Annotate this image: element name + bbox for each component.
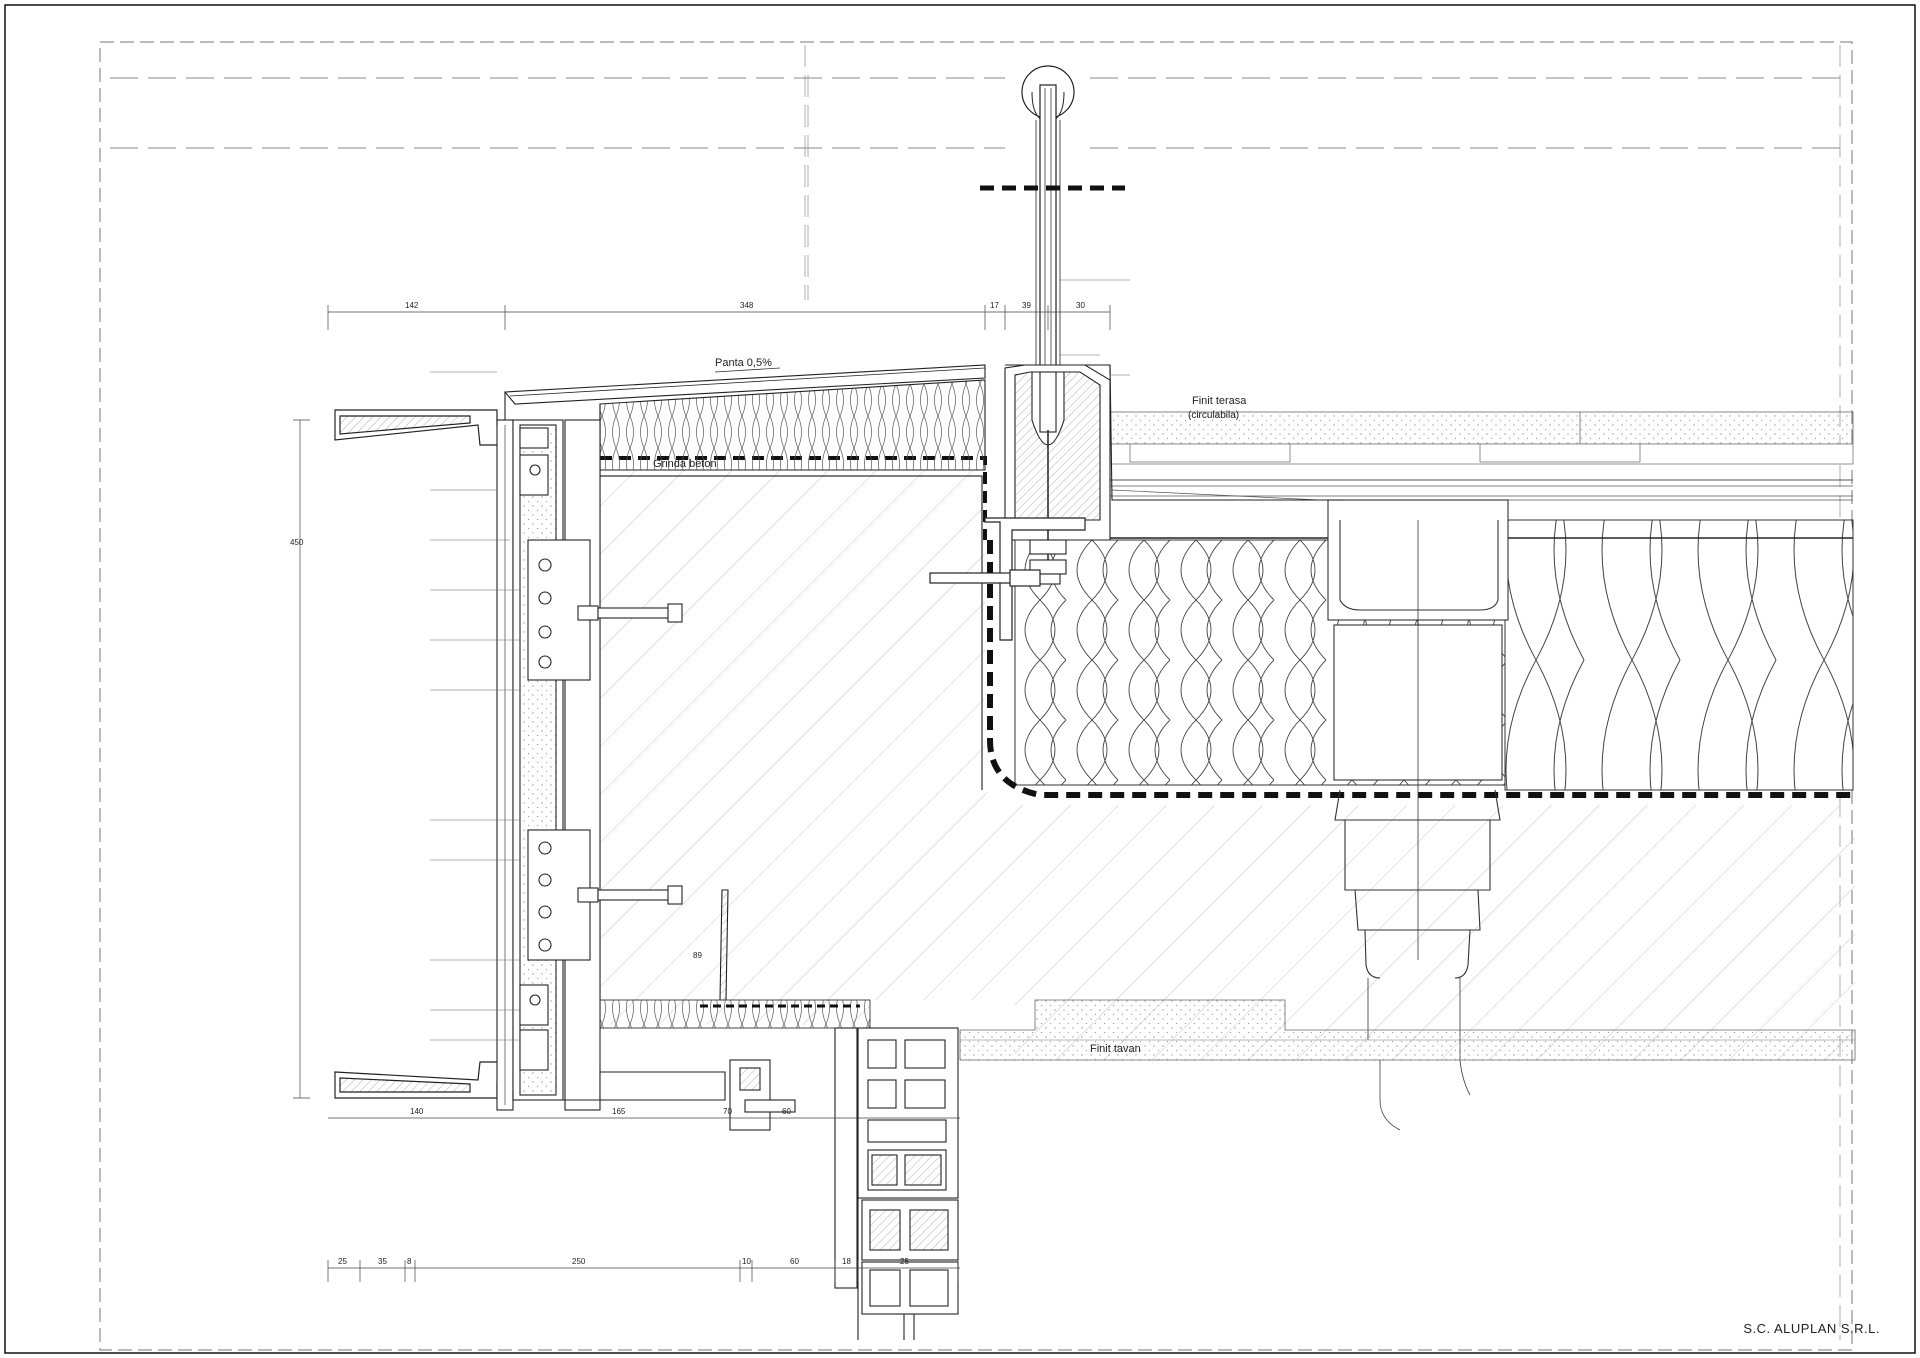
cornice-lower	[334, 1061, 508, 1099]
terrace-finish-label: Finit terasa	[1192, 395, 1247, 407]
concrete-slab	[600, 470, 1855, 1025]
window-frame	[599, 1027, 959, 1340]
angle-bracket	[929, 517, 1086, 641]
dim-bottom-5: 10	[742, 1257, 751, 1266]
dim-top-5: 30	[1076, 301, 1085, 310]
dim-mid-2: 165	[612, 1107, 626, 1116]
dim-top-1: 142	[405, 301, 419, 310]
dim-bottom-4: 250	[572, 1257, 586, 1266]
ceiling-finish	[959, 999, 1856, 1061]
company-name: S.C. ALUPLAN S.R.L.	[1743, 1321, 1880, 1336]
dim-bottom-6: 60	[790, 1257, 799, 1266]
membrane-dashed	[987, 540, 1855, 798]
dim-top-3: 17	[990, 301, 999, 310]
dim-mid-4: 60	[782, 1107, 791, 1116]
facade-panel	[496, 419, 721, 1111]
parapet-top	[503, 364, 986, 1025]
dim-mid-1: 140	[410, 1107, 424, 1116]
balustrade-clamp	[1004, 364, 1345, 585]
terrace-finish-layers	[1107, 411, 1854, 501]
dim-small: 89	[693, 951, 702, 960]
roof-insulation-big-pattern	[1504, 519, 1854, 791]
pipe	[1379, 1060, 1401, 1131]
roof-drain	[1327, 499, 1509, 1096]
reference-lines-top	[110, 77, 1845, 149]
beam-label: Grinda beton	[653, 458, 717, 470]
dim-top-2: 348	[740, 301, 754, 310]
dim-bottom-2: 35	[378, 1257, 387, 1266]
slope-arrow	[714, 367, 781, 373]
dim-bottom-7: 18	[842, 1257, 851, 1266]
dim-mid-3: 70	[723, 1107, 732, 1116]
ceiling-finish-label: Finit tavan	[1090, 1043, 1141, 1055]
slope-label: Panta 0,5%	[715, 357, 772, 369]
terrace-finish-sub: (circulabila)	[1188, 410, 1239, 421]
outer-border	[4, 4, 1916, 1354]
dim-bottom-1: 25	[338, 1257, 347, 1266]
cornice-upper	[334, 409, 508, 446]
dim-side: 450	[290, 538, 304, 547]
dim-top-4: 39	[1022, 301, 1031, 310]
dim-bottom-3: 8	[407, 1257, 412, 1266]
lower-insulation	[599, 999, 871, 1029]
concrete-beam-outline	[600, 475, 983, 790]
leader-lines	[430, 279, 1130, 1041]
dimension-lines	[293, 305, 1111, 1282]
dim-bottom-8: 25	[900, 1257, 909, 1266]
